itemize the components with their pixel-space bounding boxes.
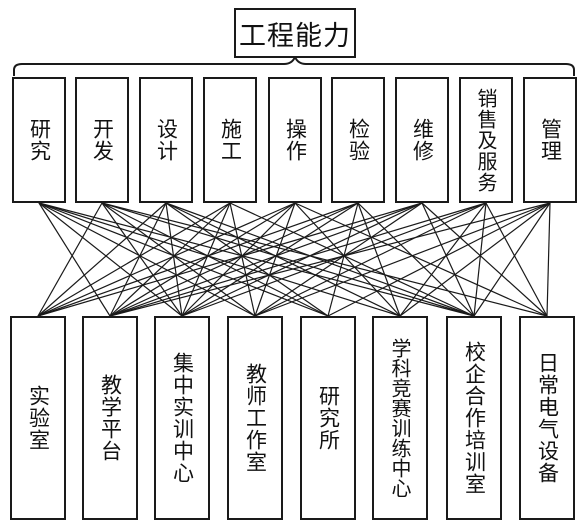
bottom-box-label: 学科竞赛训练中心 [388,338,412,498]
connection-line [473,202,551,317]
connection-line [485,202,548,317]
connection-line [399,202,551,317]
connection-line [109,202,359,317]
top-box-label: 操作 [283,118,308,162]
top-box-inspection: 检验 [331,77,385,203]
bottom-box-training-center: 集中实训中心 [154,316,210,520]
connection-line [473,202,487,317]
connection-line [37,202,167,317]
connection-line [38,202,111,317]
connection-line [101,202,475,317]
bottom-box-laboratory: 实验室 [10,316,66,520]
top-box-label: 检验 [346,118,371,162]
bottom-box-research-institute: 研究所 [300,316,356,520]
connection-line [101,202,329,317]
bottom-box-teacher-studio: 教师工作室 [227,316,283,520]
connection-line [109,202,167,317]
connection-line [165,202,401,317]
connection-line [109,202,296,317]
bottom-box-label: 校企合作培训室 [462,341,487,495]
top-box-label: 维修 [410,118,435,162]
connection-line [357,202,401,317]
connection-line [229,202,475,317]
connection-line [327,202,359,317]
bottom-box-enterprise-training: 校企合作培训室 [446,316,502,520]
connection-line [38,202,329,317]
connection-line [37,202,423,317]
connection-line [38,202,183,317]
connection-line [37,202,296,317]
connection-line [294,202,548,317]
connection-line [546,202,551,317]
connection-line [181,202,231,317]
top-box-label: 开发 [90,118,115,162]
title-brace [13,54,575,76]
top-box-maintenance: 维修 [395,77,449,203]
connection-line [101,202,548,317]
bottom-box-electrical-equipment: 日常电气设备 [519,316,575,520]
connection-line [37,202,103,317]
bottom-box-label: 教师工作室 [243,363,268,473]
connection-line [109,202,487,317]
connection-line [421,202,475,317]
connection-line [101,202,183,317]
top-box-label: 销售及服务 [474,87,498,193]
top-box-label: 管理 [538,118,563,162]
connection-line [254,202,551,317]
connection-line [254,202,296,317]
connection-line [38,202,475,317]
connection-line [181,202,359,317]
connection-line [165,202,475,317]
top-box-development: 开发 [75,77,129,203]
connection-line [327,202,551,317]
connection-line [165,202,183,317]
connection-line [294,202,401,317]
connection-line [181,202,487,317]
top-box-sales-service: 销售及服务 [459,77,513,203]
connection-line [109,202,423,317]
top-box-management: 管理 [523,77,577,203]
bottom-box-teaching-platform: 教学平台 [82,316,138,520]
connection-line [109,202,231,317]
connection-line [254,202,423,317]
connection-line [229,202,256,317]
bottom-box-label: 集中实训中心 [170,352,195,484]
connection-line [38,202,256,317]
connection-line [109,202,551,317]
top-box-label: 研究 [27,118,52,162]
connection-line [38,202,401,317]
connection-line [254,202,487,317]
bottom-box-label: 实验室 [26,385,51,451]
connection-line [101,202,256,317]
top-box-construction: 施工 [203,77,257,203]
connection-line [181,202,296,317]
connection-line [165,202,329,317]
connection-line [357,202,475,317]
connection-line [37,202,359,317]
top-box-design: 设计 [139,77,193,203]
connection-line [421,202,548,317]
bottom-box-label: 教学平台 [98,374,123,462]
title-box: 工程能力 [234,8,356,58]
top-box-label: 施工 [218,118,243,162]
connection-line [37,202,231,317]
top-box-operation: 操作 [268,77,322,203]
bottom-box-competition-center: 学科竞赛训练中心 [372,316,428,520]
top-box-research: 研究 [12,77,66,203]
diagram-title: 工程能力 [239,20,351,52]
top-box-label: 设计 [154,118,179,162]
bottom-box-label: 研究所 [316,385,341,451]
connection-line [181,202,423,317]
bottom-box-label: 日常电气设备 [535,352,560,484]
connection-line [399,202,487,317]
